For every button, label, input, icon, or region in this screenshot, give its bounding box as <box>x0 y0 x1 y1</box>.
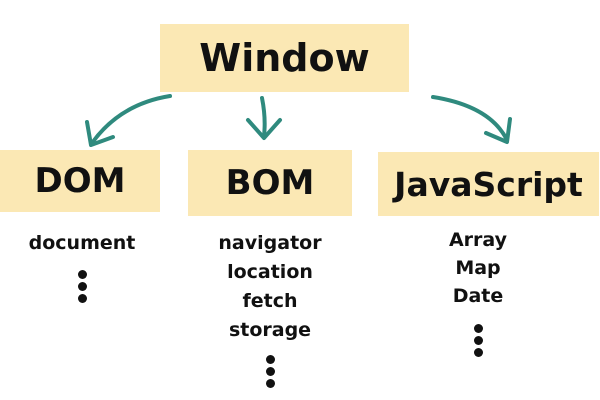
bom-item-location: location <box>227 261 313 283</box>
window-label: Window <box>199 36 370 80</box>
dom-label: DOM <box>34 161 126 201</box>
dom-item-document: document <box>28 232 136 254</box>
arrow-to-bom <box>260 96 267 138</box>
bom-items-list: navigator location fetch storage <box>190 229 350 389</box>
js-item-array: Array <box>448 229 508 251</box>
dom-items-list: document <box>4 229 160 304</box>
dom-node: DOM <box>0 150 160 212</box>
bom-label: BOM <box>225 163 315 203</box>
javascript-label: JavaScript <box>394 164 583 204</box>
vertical-ellipsis-icon <box>77 268 87 304</box>
javascript-node: JavaScript <box>378 152 599 216</box>
arrow-to-bom-head <box>246 118 282 140</box>
bom-item-navigator: navigator <box>218 232 322 254</box>
vertical-ellipsis-icon <box>265 353 275 389</box>
arrow-to-dom <box>90 94 172 145</box>
bom-item-storage: storage <box>228 319 312 341</box>
vertical-ellipsis-icon <box>473 322 483 358</box>
js-item-date: Date <box>452 285 504 307</box>
arrow-to-js-head <box>484 117 512 144</box>
bom-item-fetch: fetch <box>242 290 298 312</box>
window-node: Window <box>160 24 409 92</box>
bom-node: BOM <box>188 150 352 216</box>
arrow-to-js <box>431 95 509 142</box>
js-item-map: Map <box>455 257 501 279</box>
arrow-to-dom-head <box>85 120 115 147</box>
javascript-items-list: Array Map Date <box>398 226 558 358</box>
